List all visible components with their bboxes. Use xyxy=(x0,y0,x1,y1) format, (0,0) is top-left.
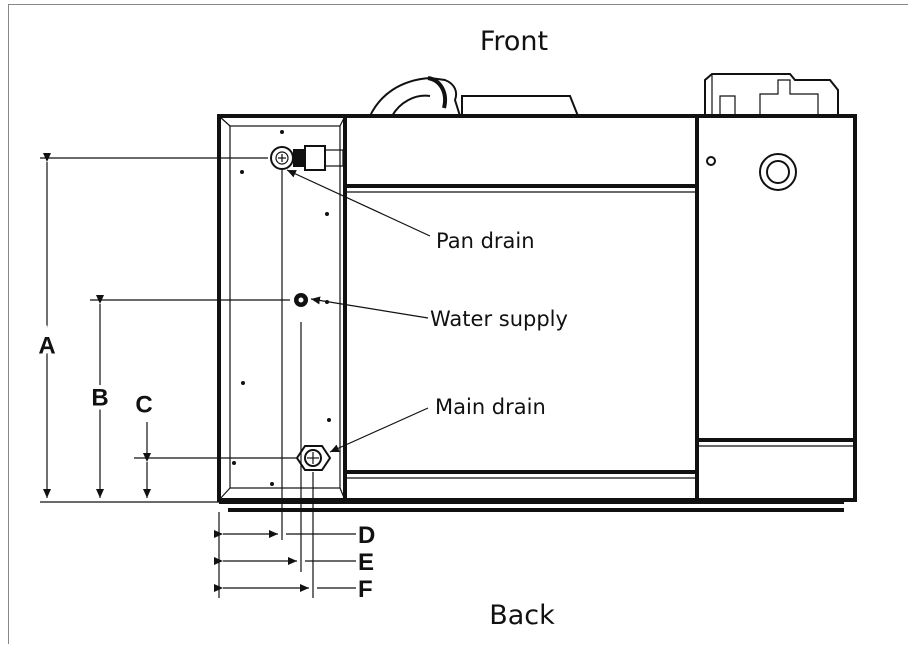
pan-drain-leader xyxy=(286,169,431,237)
main-drain-leader xyxy=(329,407,429,453)
dimension-b: B xyxy=(87,295,113,498)
control-box xyxy=(704,73,839,116)
front-label: Front xyxy=(480,26,548,57)
svg-text:E: E xyxy=(358,549,374,576)
right-section xyxy=(697,153,855,447)
dimension-c: C xyxy=(135,391,153,498)
water-supply-leader xyxy=(310,296,429,319)
left-panel xyxy=(218,115,347,501)
svg-text:C: C xyxy=(135,391,152,418)
dimension-d: D xyxy=(214,522,375,549)
top-bracket xyxy=(461,95,579,117)
dimension-f: F xyxy=(214,576,373,603)
svg-text:F: F xyxy=(358,576,373,603)
dimension-a: A xyxy=(34,153,60,498)
top-pipe xyxy=(369,76,461,117)
back-label: Back xyxy=(489,600,555,631)
pan-drain-label: Pan drain xyxy=(436,229,535,253)
dimension-e: E xyxy=(214,549,374,576)
main-drain-fitting xyxy=(295,445,332,471)
water-supply-label: Water supply xyxy=(430,307,568,331)
svg-text:A: A xyxy=(38,332,55,359)
pan-drain-fitting xyxy=(270,145,344,171)
svg-text:D: D xyxy=(358,522,375,549)
sight-glass xyxy=(759,153,797,191)
svg-text:B: B xyxy=(91,384,108,411)
center-section xyxy=(345,116,699,500)
main-drain-label: Main drain xyxy=(435,395,546,419)
diagram-frame xyxy=(8,4,908,644)
